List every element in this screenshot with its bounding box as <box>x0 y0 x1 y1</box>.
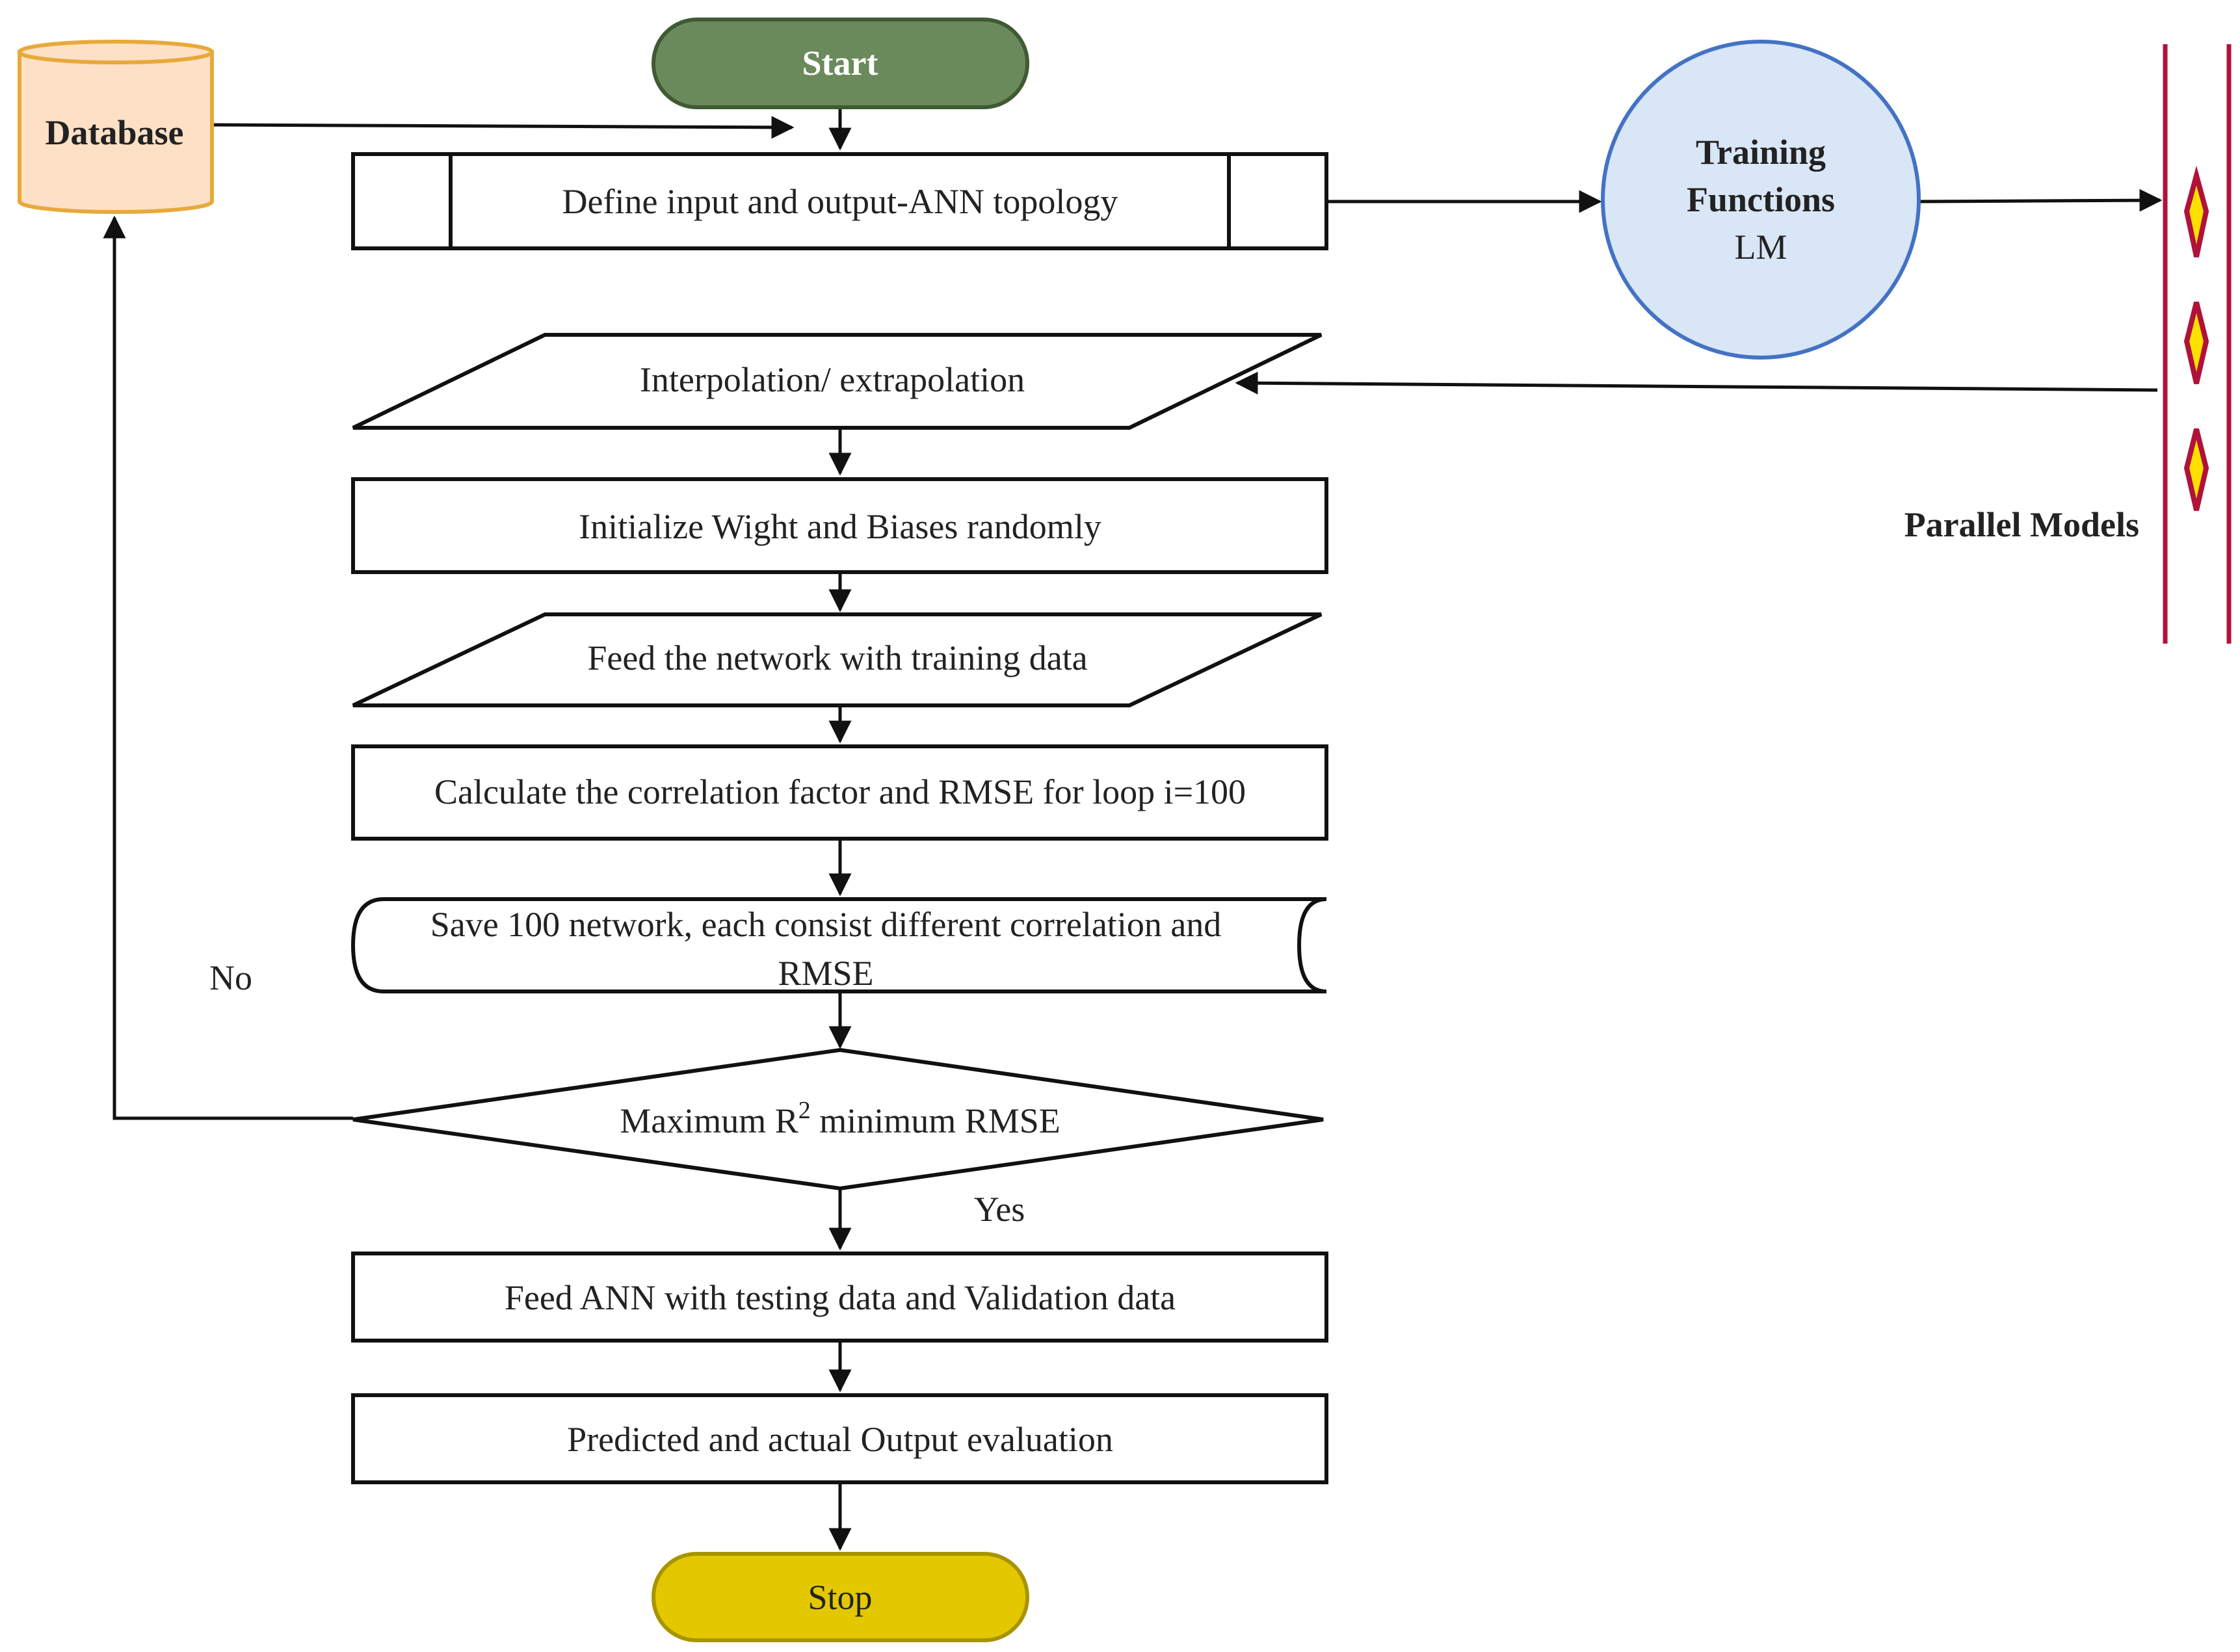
save-label-line2: RMSE <box>778 954 873 993</box>
define-topology-step: Define input and output-ANN topology <box>351 152 1328 250</box>
initialize-step: Initialize Wight and Biases randomly <box>351 477 1328 574</box>
arrow-parallel-to-interp <box>1235 371 2158 395</box>
parallel-diamond-1 <box>2183 165 2209 257</box>
evaluate-step: Predicted and actual Output evaluation <box>351 1393 1328 1484</box>
training-functions-node: Training Functions LM <box>1601 40 1921 360</box>
arrow-training-to-parallel <box>1919 189 2163 212</box>
save-label-line1: Save 100 network, each consist different… <box>430 905 1222 944</box>
calculate-box <box>351 744 1328 841</box>
arrow-no-loop-to-database <box>103 215 353 1120</box>
database-cylinder: Database <box>18 40 214 214</box>
define-box <box>351 152 1328 250</box>
start-shape <box>652 18 1029 109</box>
feed-training-label: Feed the network with training data <box>587 638 1087 677</box>
training-label-line2: Functions <box>1687 180 1835 219</box>
database-top <box>18 40 214 64</box>
stop-terminal: Stop <box>652 1552 1029 1642</box>
arrow-database-to-flow <box>212 116 795 139</box>
interpolation-step: Interpolation/ extrapolation <box>352 333 1323 430</box>
decision-shape <box>352 1047 1324 1191</box>
feed-training-step: Feed the network with training data <box>352 612 1323 707</box>
parallel-models-group: Parallel Models <box>1904 44 2232 644</box>
decision-suffix: minimum RMSE <box>811 1101 1061 1140</box>
database-body <box>18 50 214 214</box>
feed-testing-step: Feed ANN with testing data and Validatio… <box>351 1252 1328 1343</box>
save-networks-step: Save 100 network, each consist different… <box>350 897 1327 993</box>
stop-shape <box>652 1552 1029 1642</box>
interpolation-shape <box>352 333 1323 430</box>
initialize-box <box>351 477 1328 574</box>
connectors <box>103 107 2163 1551</box>
calculate-label: Calculate the correlation factor and RMS… <box>434 772 1246 811</box>
calculate-step: Calculate the correlation factor and RMS… <box>351 744 1328 841</box>
decision-node: Maximum R2 minimum RMSE <box>352 1047 1324 1191</box>
parallel-diamond-3 <box>2183 428 2209 511</box>
branch-yes-label: Yes <box>974 1190 1025 1229</box>
interpolation-label: Interpolation/ extrapolation <box>640 360 1025 399</box>
parallel-models-label: Parallel Models <box>1904 505 2139 544</box>
save-shape <box>350 897 1327 993</box>
feed-testing-label: Feed ANN with testing data and Validatio… <box>505 1278 1176 1317</box>
evaluate-label: Predicted and actual Output evaluation <box>567 1420 1113 1459</box>
training-label-line1: Training <box>1696 133 1826 172</box>
branch-no-label: No <box>209 958 252 997</box>
stop-label: Stop <box>808 1578 872 1617</box>
define-label: Define input and output-ANN topology <box>562 182 1118 221</box>
database-label: Database <box>46 113 184 152</box>
training-label-line3: LM <box>1735 228 1787 267</box>
decision-label: Maximum R2 minimum RMSE <box>620 1097 1061 1140</box>
start-terminal: Start <box>652 18 1029 109</box>
decision-prefix: Maximum R <box>620 1101 798 1140</box>
parallel-diamond-2 <box>2183 302 2209 384</box>
feed-training-shape <box>352 612 1323 707</box>
feed-testing-box <box>351 1252 1328 1343</box>
training-circle <box>1601 40 1921 360</box>
evaluate-box <box>351 1393 1328 1484</box>
initialize-label: Initialize Wight and Biases randomly <box>579 507 1101 546</box>
decision-superscript: 2 <box>798 1097 811 1124</box>
start-label: Start <box>802 44 878 83</box>
